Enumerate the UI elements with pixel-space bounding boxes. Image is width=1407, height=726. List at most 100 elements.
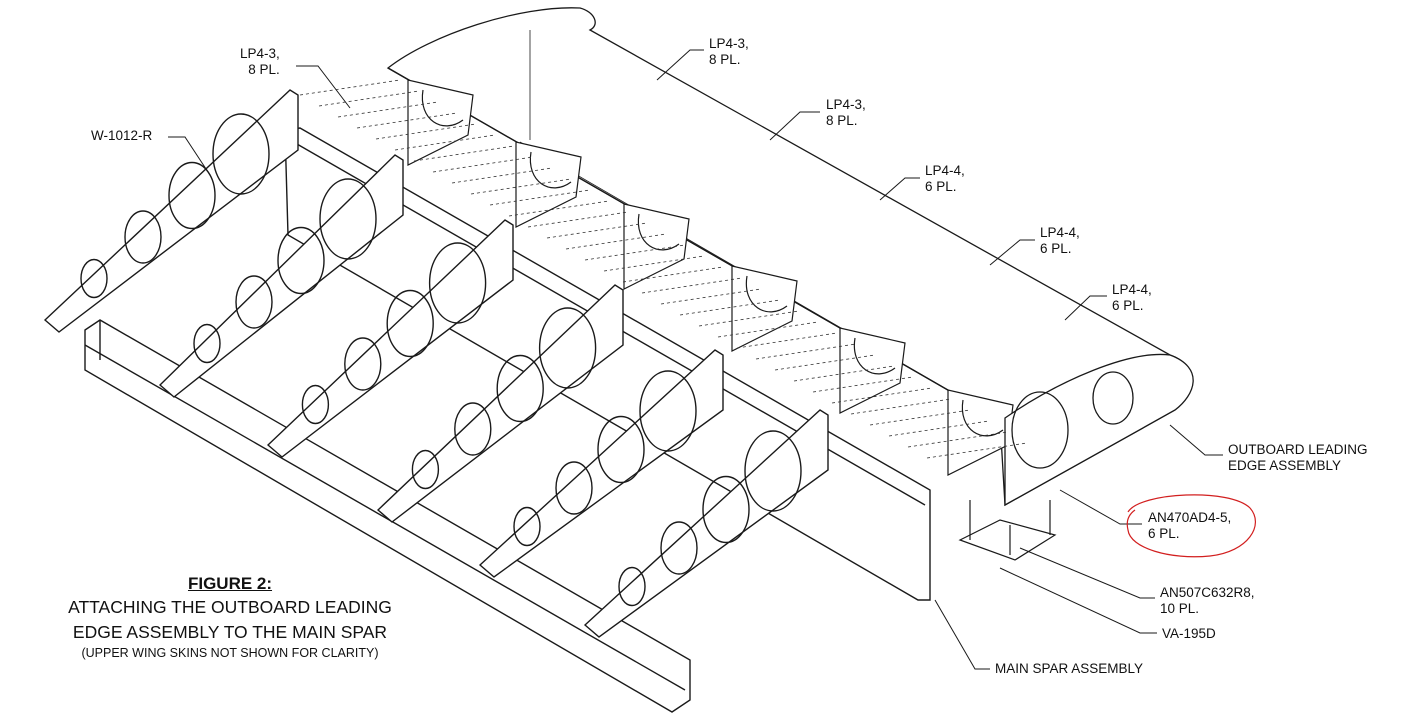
dash-line [698,310,800,327]
dash-line [774,354,876,371]
dash-line [451,167,553,184]
dash-line [660,288,762,305]
dash-line [907,431,1009,448]
dash-line [850,398,952,415]
dash-line [736,332,838,349]
lightening-hole [597,415,645,484]
callout-lp4-3-a: LP4-3, 8 PL. [240,46,280,77]
callout-an507c632r8: AN507C632R8, 10 PL. [1160,585,1255,616]
leader-line [1064,295,1107,321]
lightening-hole [277,226,325,295]
dash-line [755,343,857,360]
rib [266,219,514,458]
leader-line [1019,547,1155,599]
callout-lp4-4-c: LP4-4, 6 PL. [1112,282,1152,313]
callout-lp4-4-b: LP4-4, 6 PL. [1040,225,1080,256]
va-195d-plate [958,500,1057,561]
leader-lines [168,49,1223,670]
le-rib [839,327,906,414]
lightening-hole [411,449,440,490]
leader-line [879,177,920,201]
rib [376,284,624,523]
callout-w-1012-r: W-1012-R [91,128,153,143]
callout-lp4-3-c: LP4-3, 8 PL. [826,97,866,128]
le-rib [731,265,798,352]
dash-line [375,123,477,140]
leader-line [999,567,1157,634]
leader-line [1059,489,1142,525]
dash-line [508,200,610,217]
callout-lp4-3-b: LP4-3, 8 PL. [709,36,749,67]
wing-ribs [43,89,829,638]
dash-line [356,112,458,129]
le-rib [623,203,690,290]
figure-caption-note: (UPPER WING SKINS NOT SHOWN FOR CLARITY) [81,646,379,660]
dash-line [413,145,515,162]
le-rib [515,141,582,228]
leader-line [168,136,211,176]
dash-line [584,244,686,261]
leader-line [1169,424,1223,456]
lightening-hole [639,370,697,452]
lightening-hole [538,307,597,389]
lightening-hole [513,506,541,547]
dash-line [812,376,914,393]
dash-line [641,277,743,294]
lightening-hole [744,430,802,512]
dash-line [432,156,534,173]
lightening-hole [344,337,382,391]
dash-line [717,321,819,338]
dash-line [603,255,705,272]
callout-an470ad4-5: AN470AD4-5, 6 PL. [1148,510,1232,541]
dash-line [299,79,401,96]
dash-line [527,211,629,228]
dash-line [679,299,781,316]
dash-line [470,178,572,195]
rib [478,349,724,578]
lightening-hole [428,242,487,324]
lightening-hole [212,113,270,195]
figure-title: FIGURE 2: [187,574,273,593]
callout-main-spar-assembly: MAIN SPAR ASSEMBLY [995,661,1144,676]
lightening-hole [702,475,750,544]
leader-line [989,239,1035,266]
lightening-hole [555,461,593,515]
leader-line [934,599,990,670]
dash-line [337,101,439,118]
highlight-circle [1126,494,1256,558]
dash-line [622,266,724,283]
lightening-hole [80,258,108,299]
dash-line [546,222,648,239]
dash-line [888,420,990,437]
callout-outboard-leading-edge: OUTBOARD LEADING EDGE ASSEMBLY [1228,442,1368,473]
lightening-hole [618,566,646,607]
leader-line [296,65,351,109]
dash-line [318,90,420,107]
lightening-hole [319,178,377,260]
lightening-hole [168,161,216,230]
dash-line [565,233,667,250]
dash-line [926,442,1028,459]
dash-line [394,134,496,151]
rib [158,154,404,398]
rivet-alignment-lines [299,79,1028,459]
dash-line [793,365,895,382]
lightening-hole [386,289,434,358]
lightening-hole [454,402,492,456]
dash-line [869,409,971,426]
lightening-hole [496,354,544,423]
rib [43,89,299,333]
callout-va-195d: VA-195D [1162,626,1216,641]
le-cap [1004,353,1194,507]
lightening-hole [193,323,221,364]
figure-caption-line-2: EDGE ASSEMBLY TO THE MAIN SPAR [72,622,388,642]
lightening-hole [301,384,330,425]
figure-caption-line-1: ATTACHING THE OUTBOARD LEADING [68,597,392,617]
lightening-hole [660,521,698,575]
leader-line [656,49,704,81]
rib [583,409,829,638]
lightening-hole [124,210,162,264]
dash-line [489,189,591,206]
